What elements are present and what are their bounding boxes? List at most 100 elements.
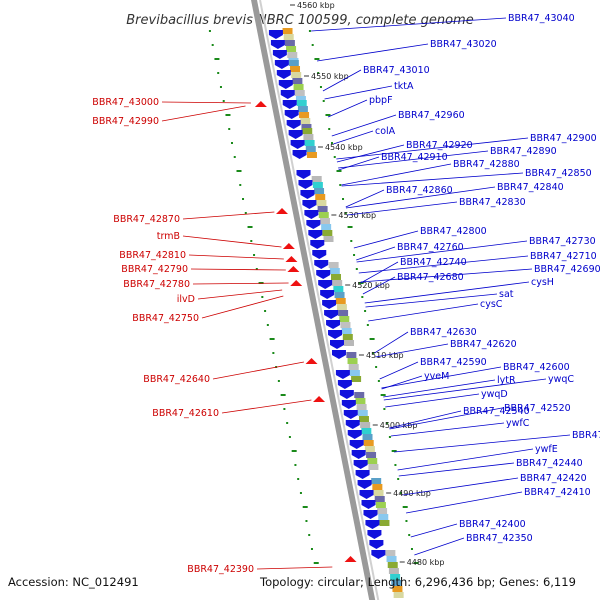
forward-gene-label: BBR47_42350 (466, 533, 533, 544)
feature-block (314, 188, 325, 194)
feature-block (300, 118, 311, 124)
marker-tick (364, 310, 367, 312)
forward-label-leader (333, 130, 374, 145)
forward-gene-label: BBR47_43010 (363, 65, 430, 76)
forward-gene-arrow (343, 410, 358, 419)
marker-tick (280, 394, 286, 396)
forward-gene-arrow (341, 400, 356, 409)
feature-block (293, 84, 304, 90)
forward-label-leader (375, 343, 449, 358)
marker-tick (366, 324, 369, 326)
reverse-label-leader (182, 211, 275, 220)
forward-gene-label: BBR47_43020 (430, 39, 497, 50)
reverse-gene-label: BBR47_43000 (92, 97, 159, 108)
reverse-gene-label: BBR47_42790 (121, 264, 188, 275)
marker-tick (372, 352, 375, 354)
feature-block (283, 34, 294, 40)
forward-gene-label: BBR47_42600 (503, 362, 570, 373)
reverse-gene-label: BBR47_42780 (123, 279, 190, 290)
feature-block (316, 200, 327, 206)
feature-block (372, 484, 383, 490)
forward-gene-arrow (371, 550, 386, 559)
marker-tick (277, 380, 280, 382)
forward-gene-arrow (347, 430, 362, 439)
marker-tick (214, 58, 220, 60)
forward-label-leader (356, 240, 528, 263)
forward-gene-label: BBR47_42410 (524, 487, 591, 498)
forward-gene-arrow (302, 200, 317, 209)
reverse-gene-labels: BBR47_43000BBR47_42990BBR47_42870trmBBBR… (92, 97, 333, 575)
feature-block (294, 90, 305, 96)
forward-gene-label: colA (375, 126, 396, 137)
forward-gene-arrow (310, 240, 325, 249)
forward-label-leader (381, 375, 423, 390)
forward-label-leader (327, 99, 368, 118)
forward-strand-genes (268, 30, 386, 559)
forward-gene-label: BBR47_42470 (572, 430, 600, 441)
reverse-label-leader (256, 566, 333, 570)
forward-gene-arrow (353, 460, 368, 469)
reverse-label-leader (212, 361, 305, 380)
feature-block (360, 422, 371, 428)
forward-label-leader (336, 137, 529, 160)
marker-tick (302, 506, 308, 508)
forward-label-leader (389, 407, 503, 430)
feature-block (334, 292, 345, 298)
forward-label-leader (383, 379, 496, 398)
marker-tick (305, 520, 308, 522)
forward-label-leader (353, 230, 419, 249)
reverse-gene-arrow (282, 243, 295, 249)
feature-block (361, 428, 372, 434)
forward-gene-label: BBR47_42850 (525, 168, 592, 179)
forward-label-leader (311, 17, 507, 32)
reverse-label-leader (188, 254, 284, 260)
marker-tick (344, 212, 347, 214)
feature-block (312, 182, 323, 188)
feature-block (363, 440, 374, 446)
reverse-label-leader (161, 105, 246, 122)
feature-block (303, 134, 314, 140)
forward-label-leader (345, 186, 496, 209)
forward-label-leader (356, 246, 396, 261)
marker-tick (325, 114, 331, 116)
reverse-gene-arrow (275, 208, 288, 214)
marker-tick (225, 114, 231, 116)
marker-tick (291, 450, 297, 452)
marker-tick (288, 436, 291, 438)
scale-label: 4540 kbp (325, 143, 363, 152)
marker-tick (339, 184, 342, 186)
forward-gene-label: BBR47_42960 (398, 110, 465, 121)
forward-label-leader (331, 114, 397, 137)
forward-label-leader (365, 293, 498, 308)
feature-block (284, 40, 295, 46)
forward-label-leader (394, 434, 571, 453)
marker-tick (219, 86, 222, 88)
forward-label-leader (345, 189, 385, 208)
forward-gene-label: sat (499, 289, 514, 300)
forward-gene-arrow (367, 530, 382, 539)
feature-block (323, 236, 334, 242)
feature-block (341, 328, 352, 334)
forward-gene-arrow (331, 350, 346, 359)
forward-gene-arrow (359, 490, 374, 499)
backbone-edge (259, 0, 380, 600)
marker-tick (333, 156, 336, 158)
marker-tick (388, 436, 391, 438)
feature-block (364, 446, 375, 452)
marker-tick (269, 338, 275, 340)
scale-label: 4480 kbp (407, 558, 445, 567)
forward-gene-arrow (296, 170, 311, 179)
forward-gene-label: BBR47_42800 (420, 226, 487, 237)
scale-label: 4530 kbp (338, 211, 376, 220)
feature-block (328, 262, 339, 268)
forward-gene-label: ywqD (481, 389, 508, 400)
map-title: Brevibacillus brevis NBRC 100599, comple… (126, 13, 473, 28)
feature-block (335, 298, 346, 304)
forward-label-leader (341, 163, 452, 186)
feature-block (355, 398, 366, 404)
marker-track (208, 30, 419, 564)
forward-gene-arrow (318, 280, 333, 289)
reverse-gene-label: ilvD (177, 294, 195, 305)
forward-gene-label: BBR47_42830 (459, 197, 526, 208)
marker-tick (413, 562, 419, 564)
